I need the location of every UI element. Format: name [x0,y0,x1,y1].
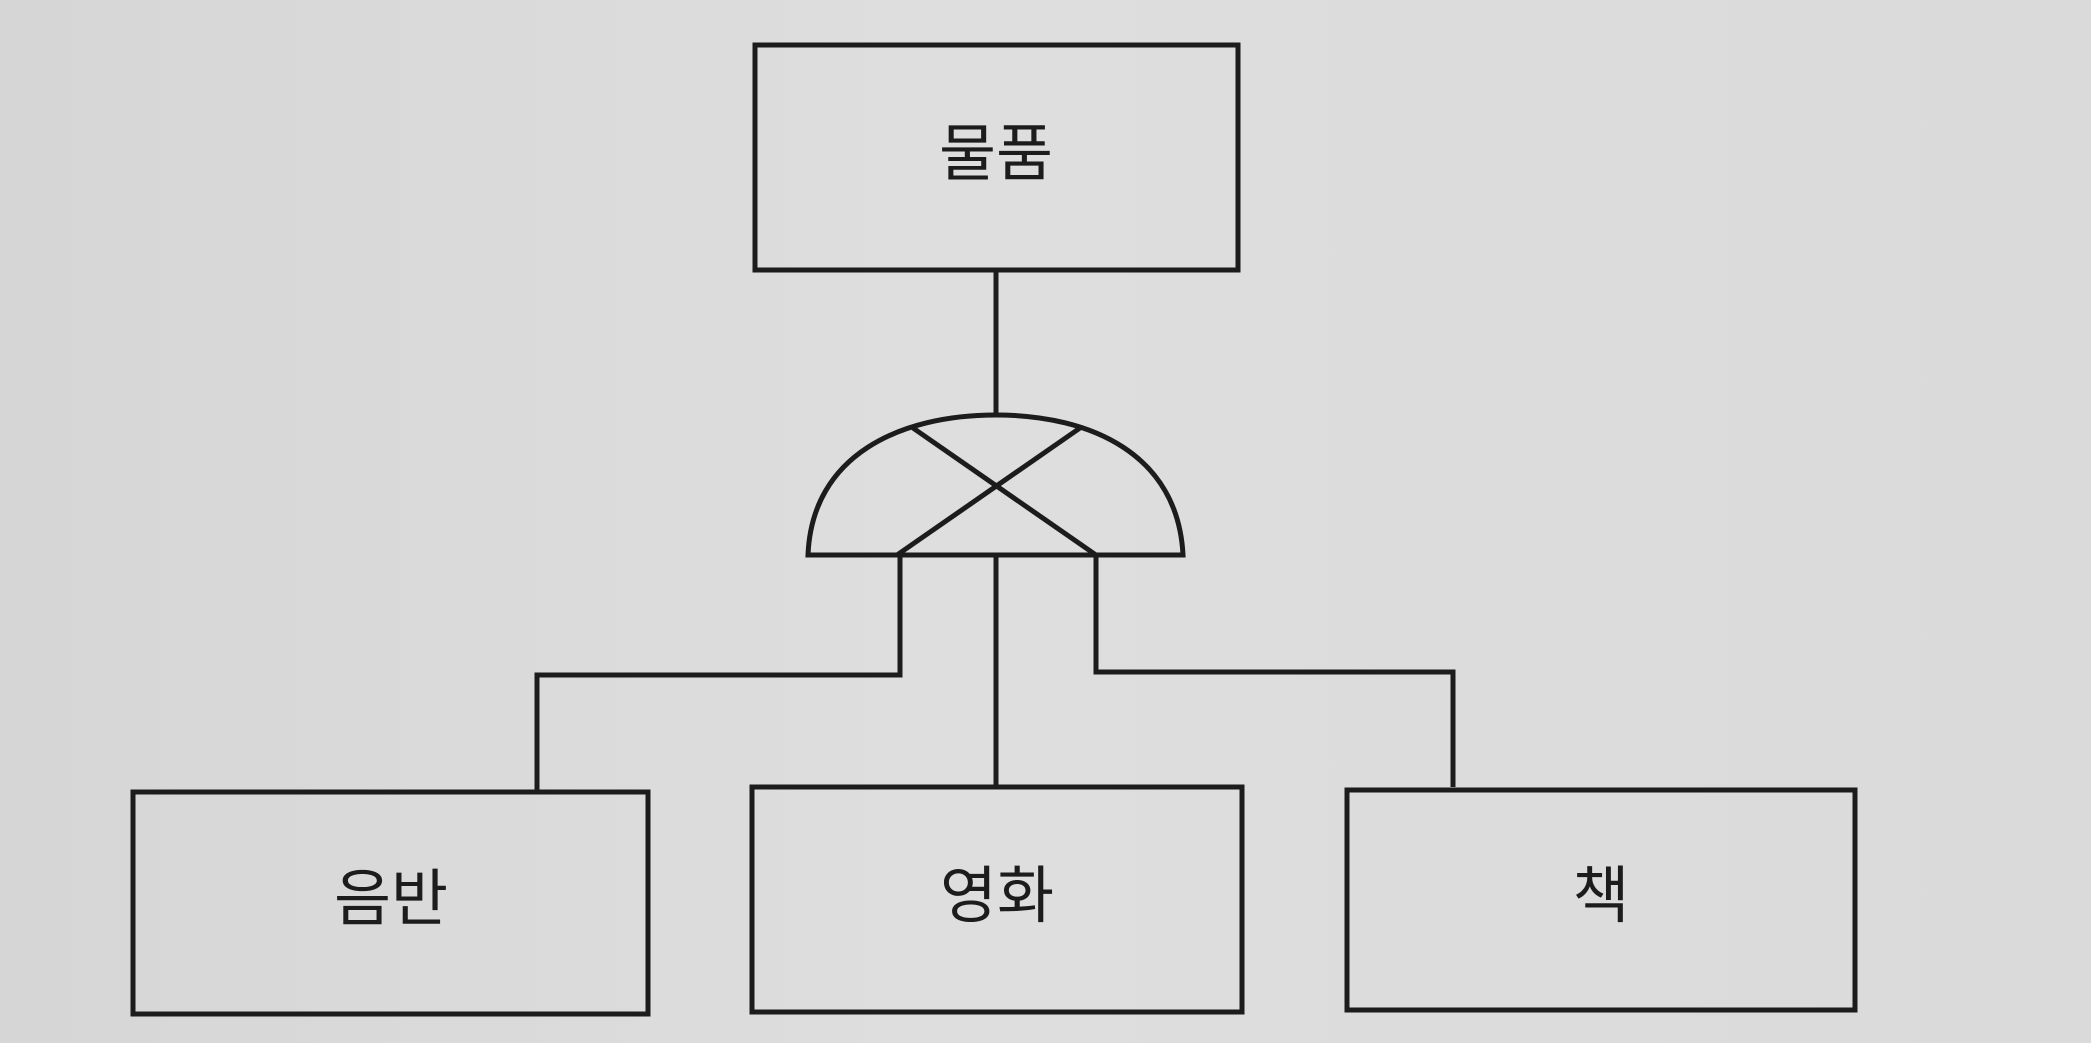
child-link-3 [1093,555,1456,787]
entity-child-2-box [749,784,1245,1015]
entity-child-2: 영화 [749,784,1245,1015]
specialization-symbol [805,412,1186,558]
specialization-semicircle [805,412,1186,558]
entity-child-1-label: 음반 [334,862,448,935]
entity-child-1: 음반 [130,789,651,1017]
entity-child-3-box [1344,787,1858,1013]
specialization-cross-line-1 [895,425,1082,558]
entity-child-2-label: 영화 [940,859,1054,932]
entity-child-3: 책 [1344,787,1858,1013]
entity-child-1-box [130,789,651,1017]
specialization-cross-line-2 [911,425,1098,558]
entity-child-3-label: 책 [1572,859,1629,932]
entity-parent: 물품 [752,42,1241,273]
entity-parent-label: 물품 [939,117,1053,190]
child-link-1 [534,555,903,792]
